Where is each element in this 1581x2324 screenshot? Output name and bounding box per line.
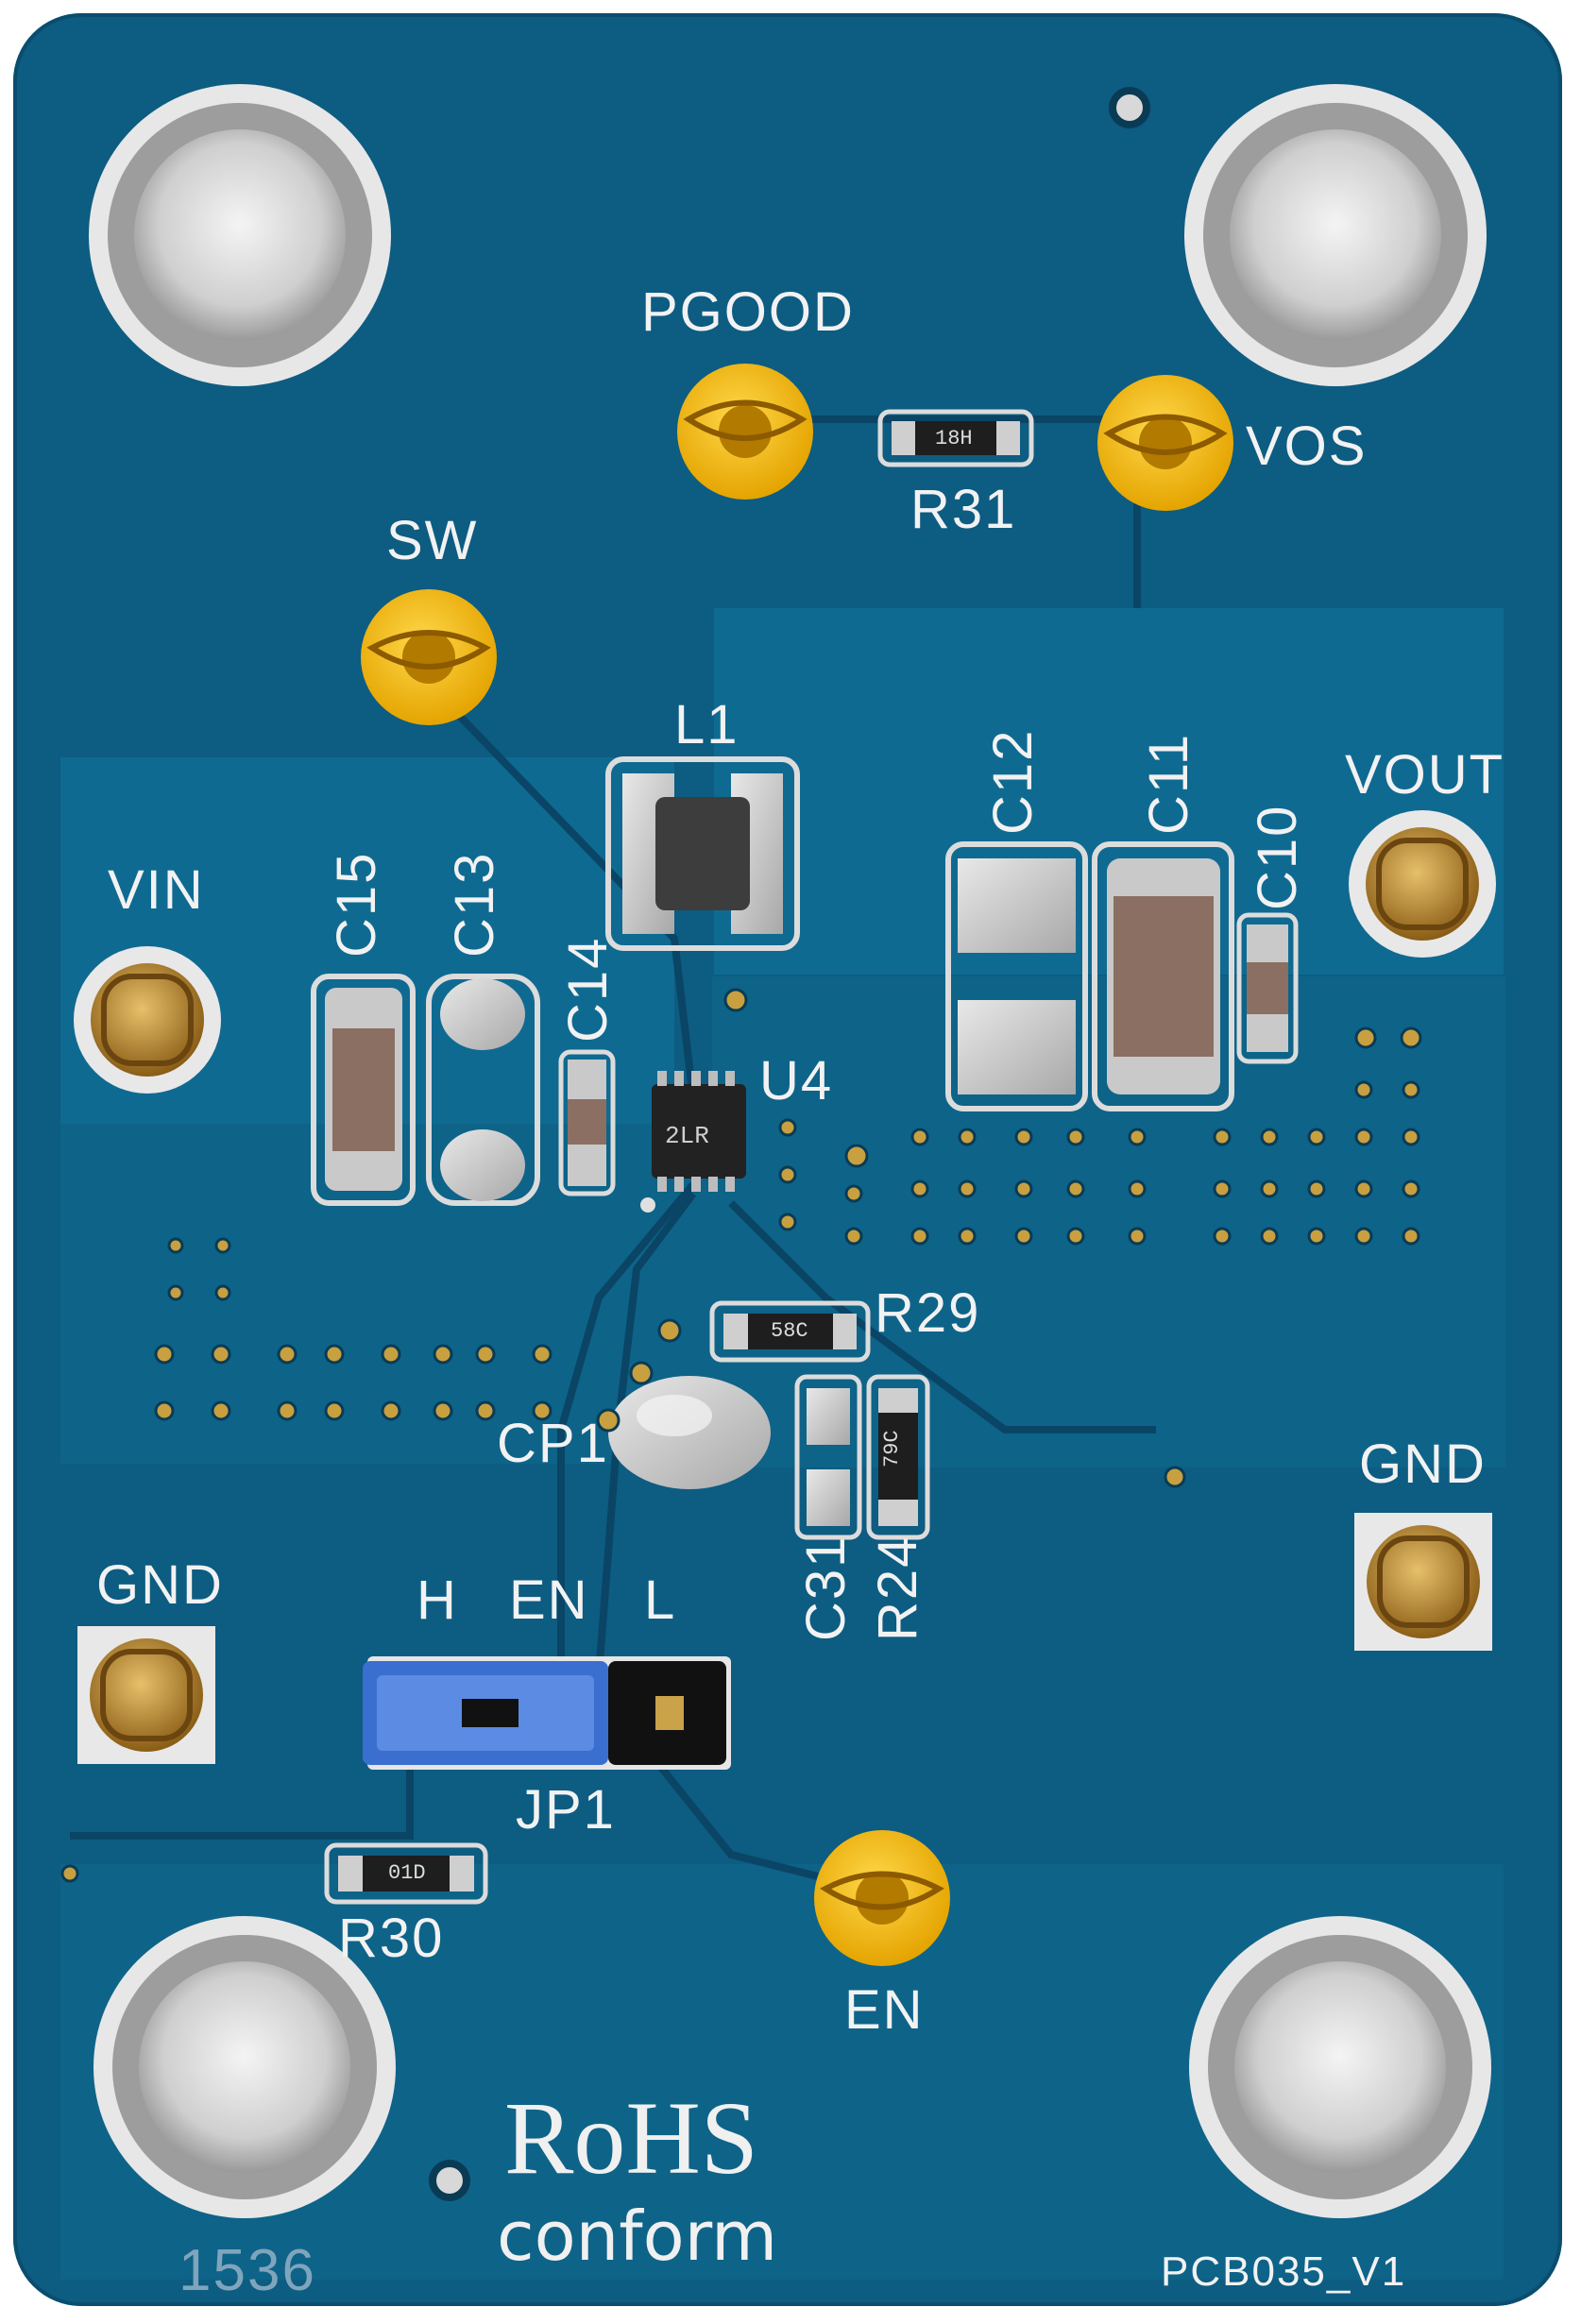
test-point-pgood [677,364,813,500]
label-jumper-l: L [644,1569,677,1631]
capacitor-c13 [426,974,540,1206]
label-pgood: PGOOD [641,281,855,343]
mark-r29: 58C [771,1319,808,1343]
label-r30: R30 [338,1908,445,1969]
label-vin: VIN [108,859,205,921]
mark-r31: 18H [935,427,973,450]
mounting-hole-bottom-right [1189,1916,1491,2218]
label-gnd-left: GND [96,1554,224,1616]
test-point-sw [361,589,497,725]
mounting-hole-top-right [1184,84,1487,386]
capacitor-c14 [558,1049,616,1196]
lot-code: 1536 [178,2238,316,2303]
label-r31: R31 [910,479,1017,540]
mark-r30: 01D [388,1861,426,1885]
resistor-r24 [866,1374,930,1540]
label-c14: C14 [557,936,619,1043]
label-cp1: CP1 [497,1413,609,1474]
pcb-artwork [60,84,1505,2280]
test-point-en [814,1830,950,1966]
label-l1: L1 [674,694,740,755]
resistor-r29 [709,1300,871,1363]
rohs-conform-text: conform [497,2197,778,2276]
label-sw: SW [386,510,479,571]
label-en: EN [844,1979,925,2041]
capacitor-c11 [1092,841,1234,1111]
mounting-hole-bottom-left [94,1916,396,2218]
capacitor-c15 [311,974,416,1206]
ic-u4 [640,1071,746,1213]
label-gnd-right: GND [1359,1433,1487,1495]
label-vos: VOS [1246,416,1368,477]
label-c13: C13 [444,851,505,958]
label-c11: C11 [1138,732,1199,835]
via-array [60,988,1422,1883]
label-r29: R29 [875,1282,981,1344]
mounting-hole-top-left [89,84,391,386]
label-c31: C31 [795,1535,857,1641]
fiducial-bottom [429,2160,470,2201]
capacitor-c10 [1236,912,1299,1064]
capacitor-c12 [945,841,1088,1111]
connector-vout [1349,810,1496,958]
mark-r24: 79C [880,1430,904,1467]
label-c15: C15 [326,851,387,958]
inductor-l1 [605,756,800,951]
solder-bridge-cp1 [608,1376,771,1489]
fiducial-top [1109,87,1150,128]
jumper-jp1 [363,1656,731,1770]
label-jp1: JP1 [516,1779,616,1841]
rohs-logo-text: RoHS [504,2080,758,2196]
pcb-version: PCB035_V1 [1161,2248,1407,2295]
label-jumper-h: H [416,1569,458,1631]
label-u4: U4 [759,1050,834,1111]
connector-gnd-left [77,1626,215,1764]
connector-vin [74,946,221,1094]
pcb-board: PGOOD VOS R31 18H SW L1 C12 C11 C10 VOUT… [13,13,1562,2306]
label-jumper-en: EN [509,1569,589,1631]
resistor-r30 [324,1842,488,1905]
traces [70,416,1156,1896]
connector-gnd-right [1354,1513,1492,1651]
label-vout: VOUT [1345,744,1505,806]
test-point-vos [1097,375,1233,511]
label-c10: C10 [1247,804,1308,910]
label-c12: C12 [982,728,1044,835]
resistor-r31 [877,409,1034,467]
mark-u4: 2LR [665,1122,709,1150]
label-r24: R24 [867,1535,928,1641]
capacitor-c31 [794,1374,862,1540]
